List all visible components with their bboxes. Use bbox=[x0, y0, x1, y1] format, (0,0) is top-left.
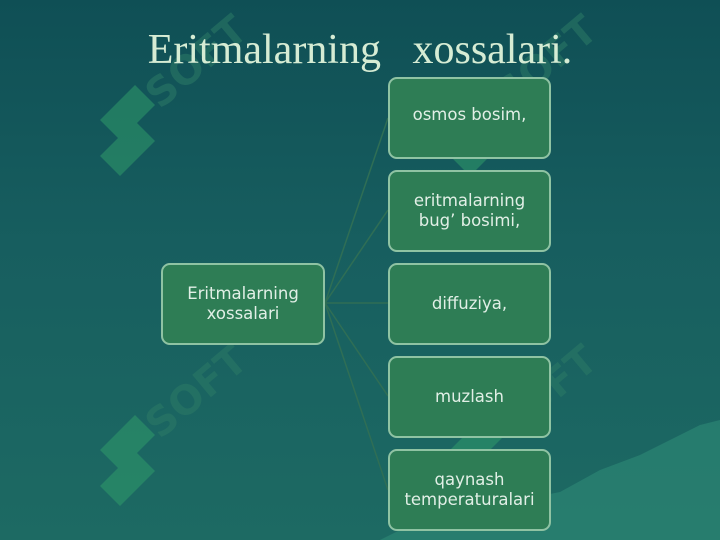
child-node-osmos: osmos bosim, bbox=[388, 77, 551, 159]
child-node-label: diffuziya, bbox=[431, 294, 508, 313]
child-node-label: muzlash bbox=[435, 387, 504, 406]
connector-qaynash bbox=[324, 302, 389, 491]
connector-bug bbox=[324, 209, 389, 304]
child-node-bug-bosimi: eritmalarning bug’ bosimi, bbox=[388, 170, 551, 252]
child-node-muzlash: muzlash bbox=[388, 356, 551, 438]
child-node-label: osmos bosim, bbox=[412, 105, 527, 124]
slide-title: Eritmalarning xossalari. bbox=[147, 27, 573, 73]
child-node-diffuziya: diffuziya, bbox=[388, 263, 551, 345]
child-node-label: qaynash temperaturalari bbox=[404, 470, 535, 509]
child-node-qaynash: qaynash temperaturalari bbox=[388, 449, 551, 531]
root-node: Eritmalarning xossalari bbox=[161, 263, 325, 345]
connector-lines bbox=[324, 117, 389, 491]
svg-text:SOFT: SOFT bbox=[137, 336, 257, 447]
root-node-label: Eritmalarning xossalari bbox=[187, 284, 299, 323]
connector-osmos bbox=[324, 117, 389, 304]
child-node-label: eritmalarning bug’ bosimi, bbox=[413, 191, 526, 230]
connector-muzlash bbox=[324, 302, 389, 397]
